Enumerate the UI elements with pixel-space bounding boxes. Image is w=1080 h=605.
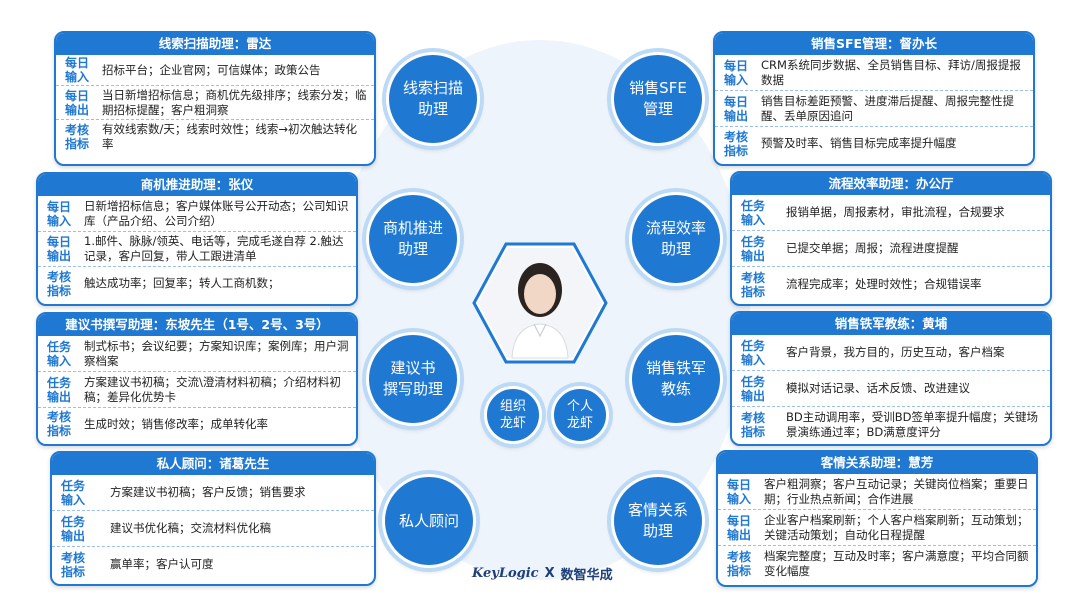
row-text: 已提交单据；周报；流程进度提醒 bbox=[786, 241, 959, 255]
circle-opportunity: 商机推进 助理 bbox=[366, 192, 460, 286]
row-label: 每日 输入 bbox=[64, 56, 89, 84]
row-label: 考核 指标 bbox=[46, 410, 71, 438]
card-title: 流程效率助理：办公厅 bbox=[732, 173, 1050, 195]
row-text: 方案建议书初稿；客户反馈；销售要求 bbox=[110, 485, 306, 499]
row-label: 任务 输出 bbox=[46, 375, 71, 404]
card-opportunity: 商机推进助理：张仪 每日 输入日新增招标信息；客户媒体账号公开动态；公司知识库（… bbox=[36, 172, 358, 306]
row-text: 模拟对话记录、话术反馈、改进建议 bbox=[786, 381, 970, 395]
row-label: 每日 输入 bbox=[726, 477, 751, 506]
row-label: 任务 输出 bbox=[740, 374, 765, 403]
row-label: 任务 输入 bbox=[740, 338, 765, 367]
row-label: 考核 指标 bbox=[60, 550, 85, 579]
row-text: 方案建议书初稿；交流\澄清材料初稿；介绍材料初稿；差异化优势卡 bbox=[84, 374, 341, 404]
row-label: 每日 输出 bbox=[723, 94, 748, 123]
row-label: 考核 指标 bbox=[64, 122, 89, 151]
row-text: 客户背景，我方目的，历史互动，客户档案 bbox=[786, 345, 1005, 359]
card-title: 线索扫描助理：雷达 bbox=[56, 33, 374, 55]
row-text: 当日新增招标信息；商机优先级排序；线索分发；临期招标提醒；客户粗洞察 bbox=[102, 87, 367, 117]
row-text: 招标平台；企业官网；可信媒体；政策公告 bbox=[102, 62, 321, 77]
row-label: 任务 输出 bbox=[60, 514, 85, 543]
circle-process-efficiency: 流程效率 助理 bbox=[629, 192, 723, 286]
card-title: 商机推进助理：张仪 bbox=[38, 174, 356, 196]
card-proposal-writing: 建议书撰写助理：东坡先生（1号、2号、3号） 任务 输入制式标书；会议纪要；方案… bbox=[36, 312, 358, 446]
row-text: 有效线索数/天；线索时效性；线索→初次触达转化率 bbox=[102, 121, 358, 151]
circle-sales-sfe: 销售SFE 管理 bbox=[611, 52, 705, 146]
row-text: 赢单率；客户认可度 bbox=[110, 557, 214, 571]
row-label: 任务 输入 bbox=[46, 339, 71, 368]
circle-private-advisor: 私人顾问 bbox=[382, 474, 476, 568]
card-private-advisor: 私人顾问：诸葛先生 任务 输入 方案建议书初稿；客户反馈；销售要求 任务 输出 建议… bbox=[50, 451, 376, 586]
card-lead-scanning: 线索扫描助理：雷达 每日 输入招标平台；企业官网；可信媒体；政策公告 每日 输出… bbox=[54, 31, 376, 166]
row-text: 预警及时率、销售目标完成率提升幅度 bbox=[761, 136, 957, 150]
row-text: 触达成功率；回复率；转人工商机数； bbox=[84, 276, 280, 290]
circle-personal-lobster: 个人 龙虾 bbox=[551, 386, 609, 444]
circle-customer-relations: 客情关系 助理 bbox=[611, 474, 705, 568]
keylogic-logo: KeyLogic bbox=[472, 565, 539, 581]
row-label: 每日 输出 bbox=[46, 235, 71, 263]
row-text: BD主动调用率，受训BD签单率提升幅度；关键场景演练通过率；BD满意度评分 bbox=[786, 409, 1038, 439]
row-text: 销售目标差距预警、进度滞后提醒、周报完整性提醒、丢单原因追问 bbox=[761, 93, 1014, 123]
row-text: 档案完整度；互动及时率；客户满意度；平均合同额变化幅度 bbox=[764, 548, 1029, 578]
circle-org-lobster: 组织 龙虾 bbox=[484, 386, 542, 444]
card-title: 销售铁军教练：黄埔 bbox=[732, 313, 1050, 335]
row-label: 每日 输入 bbox=[46, 199, 71, 228]
row-label: 考核 指标 bbox=[46, 269, 71, 298]
brand-name: 数智华成 bbox=[560, 567, 613, 583]
center-avatar bbox=[472, 242, 608, 364]
row-text: 建议书优化稿；交流材料优化稿 bbox=[110, 521, 271, 535]
row-text: 企业客户档案刷新；个人客户档案刷新；互动策划；关键活动策划；自动化日程提醒 bbox=[764, 512, 1029, 542]
circle-lead-scanning: 线索扫描 助理 bbox=[386, 52, 480, 146]
card-sales-sfe: 销售SFE管理：督办长 每日 输入 CRM系统同步数据、全员销售目标、拜访/周报提… bbox=[713, 31, 1035, 166]
card-process-efficiency: 流程效率助理：办公厅 任务 输入 报销单据，周报素材，审批流程，合规要求 任务 输… bbox=[730, 171, 1052, 306]
row-label: 每日 输入 bbox=[723, 58, 748, 87]
card-title: 私人顾问：诸葛先生 bbox=[52, 453, 374, 475]
card-title: 销售SFE管理：督办长 bbox=[715, 33, 1033, 55]
row-text: 制式标书；会议纪要；方案知识库；案例库；用户洞察档案 bbox=[84, 338, 349, 368]
row-label: 任务 输入 bbox=[60, 478, 85, 507]
row-text: 日新增招标信息；客户媒体账号公开动态；公司知识库（产品介绍、公司介绍） bbox=[84, 198, 349, 228]
row-text: CRM系统同步数据、全员销售目标、拜访/周报提报数据 bbox=[761, 57, 1021, 87]
row-text: 流程完成率；处理时效性；合规错误率 bbox=[786, 277, 982, 291]
row-label: 考核 指标 bbox=[726, 549, 751, 578]
row-text: 1.邮件、脉脉/领英、电话等，完成毛遂自荐 2.触达记录，客户回复，带人工跟进清… bbox=[84, 234, 344, 263]
card-customer-relations: 客情关系助理：慧芳 每日 输入客户粗洞察；客户互动记录；关键岗位档案；重要日期；… bbox=[716, 450, 1038, 587]
row-label: 考核 指标 bbox=[740, 270, 765, 299]
circle-sales-coach: 销售铁军 教练 bbox=[629, 332, 723, 426]
row-text: 生成时效；销售修改率；成单转化率 bbox=[84, 416, 268, 431]
row-label: 每日 输出 bbox=[726, 513, 751, 542]
brand-separator: X bbox=[544, 565, 555, 581]
row-label: 考核 指标 bbox=[723, 129, 748, 158]
card-title: 客情关系助理：慧芳 bbox=[718, 452, 1036, 474]
row-label: 每日 输出 bbox=[64, 88, 89, 117]
footer-brands: KeyLogic X 数智华成 bbox=[472, 563, 622, 583]
row-text: 客户粗洞察；客户互动记录；关键岗位档案；重要日期；行业热点新闻；合作进展 bbox=[764, 476, 1029, 506]
row-text: 报销单据，周报素材，审批流程，合规要求 bbox=[786, 205, 1005, 219]
circle-proposal-writing: 建议书 撰写助理 bbox=[366, 332, 460, 426]
row-label: 任务 输出 bbox=[740, 234, 765, 263]
card-title: 建议书撰写助理：东坡先生（1号、2号、3号） bbox=[38, 314, 356, 336]
card-sales-coach: 销售铁军教练：黄埔 任务 输入 客户背景，我方目的，历史互动，客户档案 任务 输出… bbox=[730, 311, 1052, 446]
row-label: 任务 输入 bbox=[740, 198, 765, 227]
row-label: 考核 指标 bbox=[740, 410, 765, 439]
